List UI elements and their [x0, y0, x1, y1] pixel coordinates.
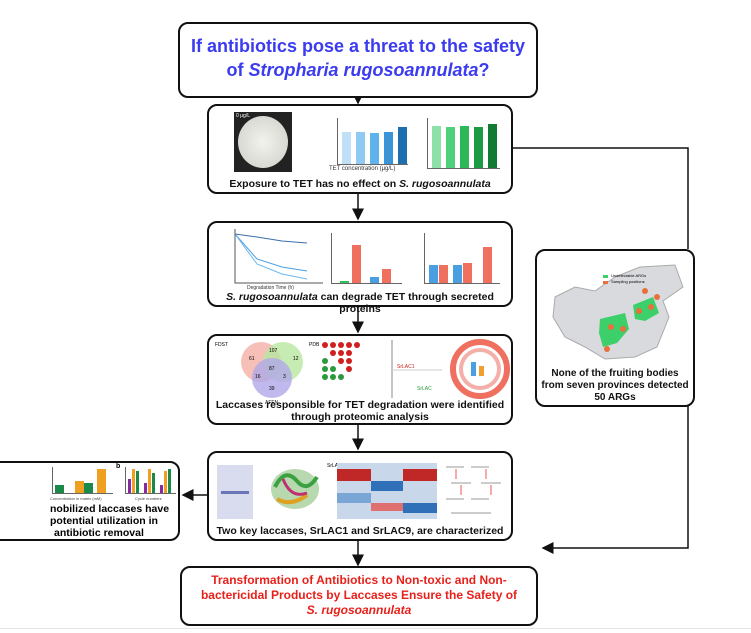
bottom-divider [0, 628, 751, 629]
panel-label-b: b [116, 463, 121, 470]
arg-caption: None of the fruiting bodies from seven p… [537, 368, 693, 404]
chart-a-xlabel: Concentration in matrix (mM) [50, 496, 102, 501]
conclusion-line1: Transformation of Antibiotics to Non-tox… [211, 573, 507, 587]
step-proteomics-box: FDST PDB AFFN 61 107 12 87 16 3 39 SrLAC… [207, 334, 513, 425]
immobilized-laccases-box: Concentration in matrix (mM) b Cycle num… [0, 461, 180, 541]
venn-value: 16 [255, 374, 261, 380]
venn-label-pdb: PDB [309, 342, 320, 348]
venn-value: 107 [269, 348, 278, 354]
cat-activity-chart [427, 118, 500, 169]
plate-label: 0 μg/L [236, 113, 251, 119]
bacterial-proportion-chart [424, 233, 500, 284]
dry-weight-chart [337, 118, 408, 165]
conclusion-box: Transformation of Antibiotics to Non-tox… [180, 566, 538, 626]
immobilized-chart-b [125, 467, 176, 494]
immobilized-caption: nobilized laccases have potential utiliz… [50, 503, 169, 539]
caption-line2: from seven provinces detected [541, 380, 689, 391]
caption-species: S. rugosoannulata [226, 291, 318, 303]
title-species: Stropharia rugosoannulata [248, 60, 479, 80]
degradation-time-chart [234, 229, 323, 284]
question-title-box: If antibiotics pose a threat to the safe… [178, 22, 538, 98]
caption-line2: potential utilization in [50, 515, 158, 527]
caption-line3: antibiotic removal [54, 527, 144, 539]
culture-plate-image: 0 μg/L [234, 112, 292, 172]
step4-caption: Two key laccases, SrLAC1 and SrLAC9, are… [216, 525, 504, 537]
protein-label: SrLAC9 [327, 463, 345, 469]
arg-survey-box: Undetectable ARGs Sampling positions Non… [535, 249, 695, 407]
caption-text: Exposure to TET has no effect on [229, 178, 400, 190]
title-text: If antibiotics pose a threat to the safe… [180, 34, 536, 82]
legend-undetectable: Undetectable ARGs [611, 273, 647, 278]
step-degradation-box: Degradation Time (h) S. rugosoannulata c… [207, 221, 513, 315]
line-to-map [513, 147, 689, 249]
circular-plot [450, 339, 510, 399]
venn-value: 12 [293, 356, 299, 362]
step-exposure-box: 0 μg/L TET concentration (μg/L) Exposure… [207, 104, 513, 194]
caption-line2: through proteomic analysis [291, 411, 429, 423]
title-line1: If antibiotics pose a threat to the safe… [190, 36, 526, 56]
conclusion-text: Transformation of Antibiotics to Non-tox… [182, 573, 536, 618]
degradation-pathway [446, 466, 501, 514]
degradation-xlabel: Degradation Time (h) [247, 285, 294, 291]
immobilized-chart-a [52, 467, 113, 494]
protein-structure [271, 469, 319, 509]
caption-text: can degrade TET through secreted protein… [317, 291, 494, 315]
step2-caption: S. rugosoannulata can degrade TET throug… [209, 291, 511, 315]
svg-text:SrLAC: SrLAC [417, 386, 432, 392]
arrow-map-to-final [541, 406, 689, 554]
tet-fate-chart [331, 233, 402, 284]
chart1-xlabel: TET concentration (μg/L) [329, 166, 396, 172]
venn-label-affn: AFFN [265, 400, 279, 406]
venn-value: 3 [283, 374, 286, 380]
venn-value: 39 [269, 386, 275, 392]
sds-page-gel [217, 465, 253, 519]
venn-label-fdst: FDST [215, 342, 229, 348]
caption-line1: nobilized laccases have [50, 503, 170, 515]
caption-line3: 50 ARGs [594, 392, 636, 403]
china-map [552, 264, 684, 360]
step-laccases-box: SrLAC9 Two key laccases, SrLAC1 and SrLA… [207, 451, 513, 541]
svg-text:SrLAC1: SrLAC1 [397, 364, 415, 370]
title-qmark: ? [478, 60, 490, 80]
title-line2-prefix: of [226, 60, 249, 80]
conclusion-line2: bactericidal Products by Laccases Ensure… [200, 588, 518, 602]
correlation-matrix [322, 342, 360, 380]
caption-line1: Laccases responsible for TET degradation… [215, 399, 505, 411]
expression-heatmap [337, 463, 437, 519]
venn-value: 61 [249, 356, 255, 362]
chart-b-xlabel: Cycle numbers [135, 496, 162, 501]
step1-caption: Exposure to TET has no effect on S. rugo… [209, 178, 511, 190]
conclusion-species: S. rugosoannulata [306, 603, 412, 617]
caption-line1: None of the fruiting bodies [551, 368, 679, 379]
venn-value: 87 [269, 366, 275, 372]
caption-species: S. rugosoannulata [399, 178, 491, 190]
legend-sampling: Sampling positions [611, 279, 645, 284]
step3-caption: Laccases responsible for TET degradation… [209, 399, 511, 423]
venn-diagram [241, 342, 303, 398]
